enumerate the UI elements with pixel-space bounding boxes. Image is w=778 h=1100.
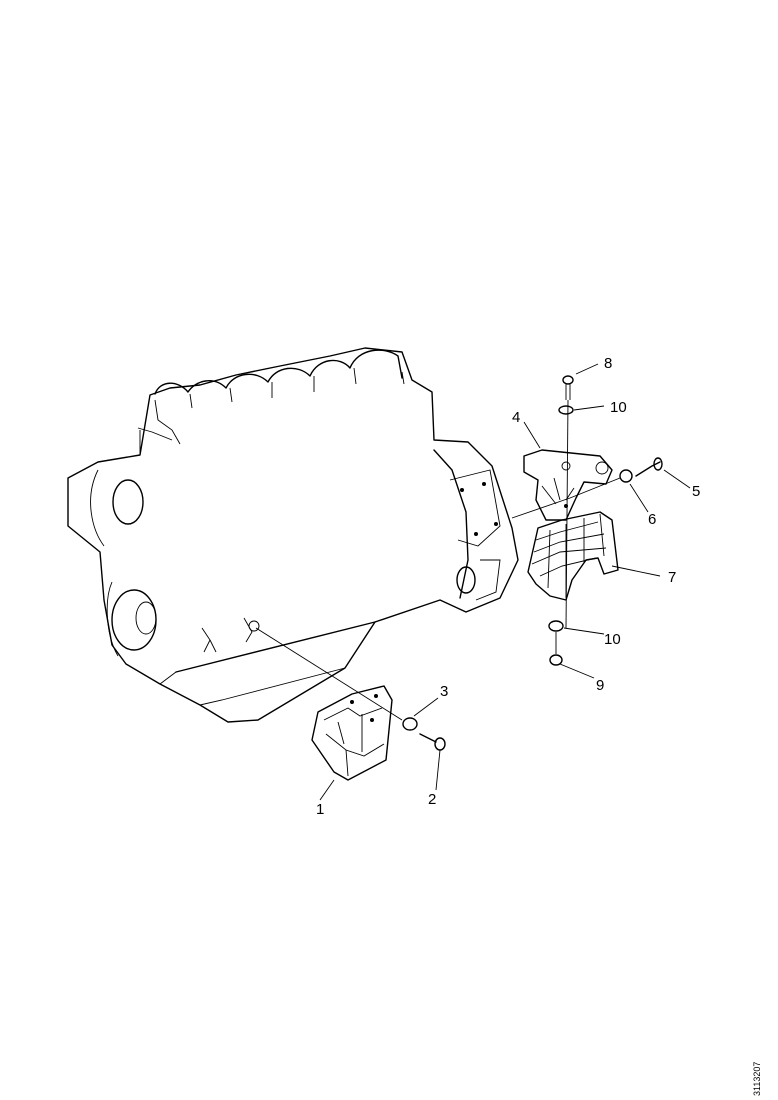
fasteners [402, 375, 663, 751]
callout-3: 3 [440, 683, 448, 700]
figure-reference-code: 3113207 [752, 1061, 762, 1096]
callout-1: 1 [316, 801, 324, 818]
callout-10-upper: 10 [610, 399, 627, 416]
rubber-mount [527, 511, 619, 601]
callout-labels: 1 2 3 4 5 6 7 8 9 10 10 [316, 355, 700, 818]
callout-9: 9 [596, 677, 604, 694]
callout-10-lower: 10 [604, 631, 621, 648]
assembly-lines [255, 363, 691, 801]
front-mount-bracket [311, 685, 393, 781]
callout-4: 4 [512, 409, 520, 426]
callout-7: 7 [668, 569, 676, 586]
rear-mount-bracket [523, 449, 613, 521]
callout-6: 6 [648, 511, 656, 528]
callout-8: 8 [604, 355, 612, 372]
callout-2: 2 [428, 791, 436, 808]
engine-block [67, 347, 519, 723]
callout-5: 5 [692, 483, 700, 500]
